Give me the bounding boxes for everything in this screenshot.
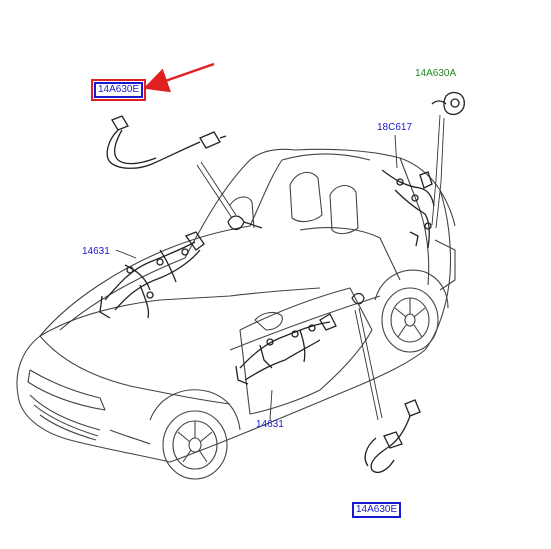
label-part-door-harness: 14631 — [256, 419, 284, 430]
car-body — [16, 148, 456, 463]
door-wiring-harness — [235, 313, 337, 385]
label-part-top-right: 14A630A — [415, 68, 457, 79]
rear-wheel — [374, 269, 449, 353]
label-part-roof: 18C617 — [377, 122, 413, 133]
front-wiring-harness — [99, 231, 205, 319]
cabin-connector — [227, 215, 263, 231]
leader-lines — [115, 114, 445, 421]
coiled-harness-top — [106, 115, 227, 169]
red-arrow — [143, 62, 215, 93]
rear-wiring-harness — [381, 169, 435, 249]
front-wheel — [149, 389, 241, 480]
label-part-front-harness: 14631 — [82, 246, 110, 257]
label-part-bottom: 14A630E — [352, 502, 402, 518]
coiled-harness-bottom — [364, 399, 421, 474]
door-sensor — [351, 292, 365, 305]
label-part-top-left: 14A630E — [90, 79, 147, 101]
connector-top-right — [431, 91, 465, 116]
